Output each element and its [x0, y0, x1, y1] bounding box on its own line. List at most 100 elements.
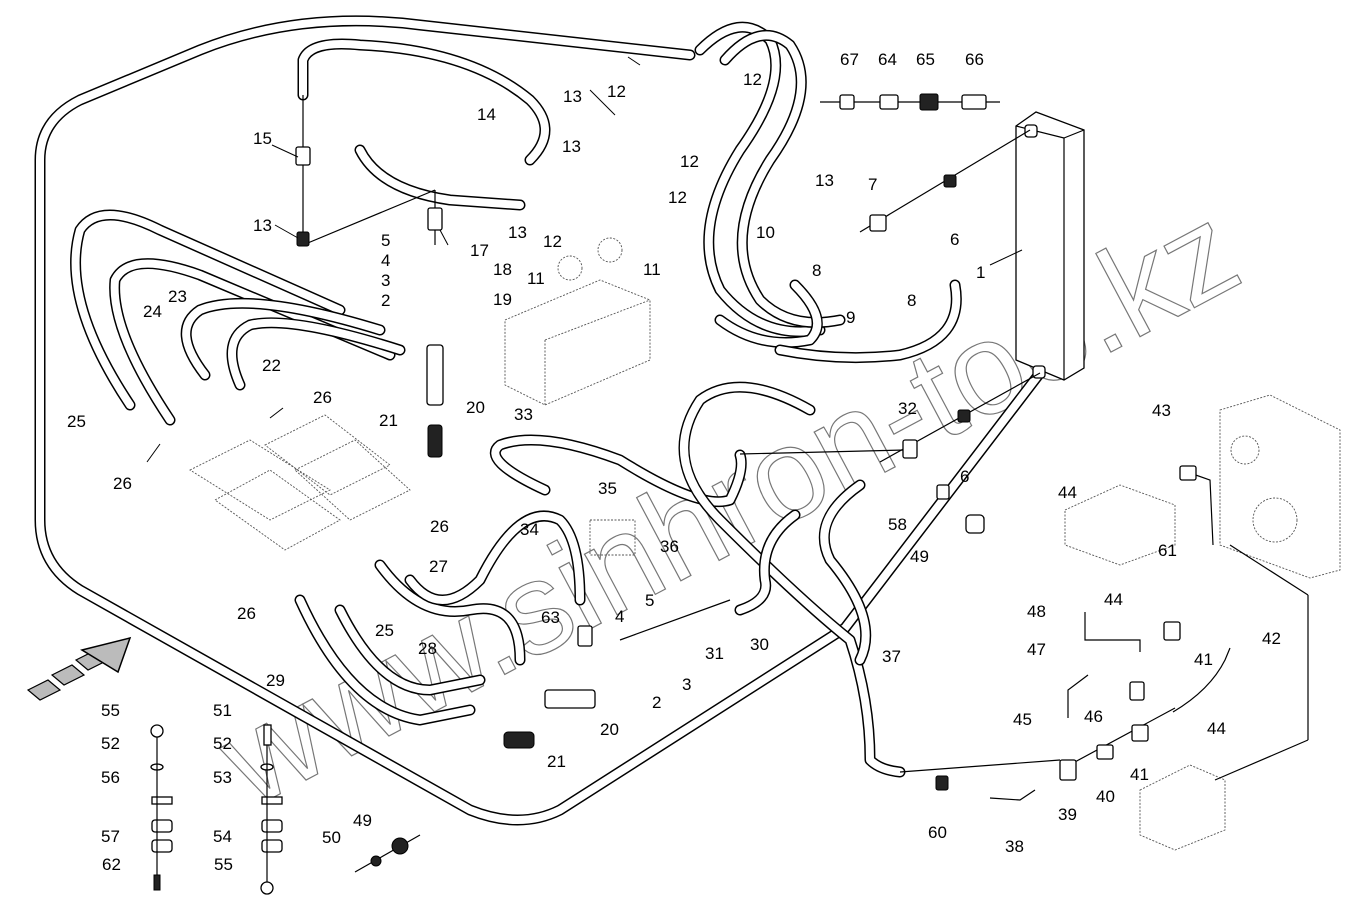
oil-cooler	[1015, 111, 1085, 381]
callout-10: 10	[756, 223, 775, 242]
callout-39: 39	[1058, 805, 1077, 824]
callout-13: 13	[563, 87, 582, 106]
tee-fitting-15	[295, 146, 311, 166]
callout-6: 6	[950, 230, 959, 249]
auxiliary-pump	[1064, 484, 1176, 566]
callout-34: 34	[520, 520, 539, 539]
callout-25: 25	[67, 412, 86, 431]
callout-41: 41	[1194, 650, 1213, 669]
callout-13: 13	[253, 216, 272, 235]
callout-33: 33	[514, 405, 533, 424]
sensor-66	[961, 94, 987, 110]
callout-66: 66	[965, 50, 984, 69]
callout-50: 50	[322, 828, 341, 847]
cap-49	[965, 514, 985, 534]
control-valve-block	[189, 414, 411, 551]
hose-31	[34, 15, 1046, 826]
callout-28: 28	[418, 639, 437, 658]
callout-9: 9	[846, 308, 855, 327]
callout-4: 4	[615, 607, 624, 626]
callout-55: 55	[214, 855, 233, 874]
callout-3: 3	[381, 271, 390, 290]
callout-29: 29	[266, 671, 285, 690]
callout-52: 52	[101, 734, 120, 753]
callout-53: 53	[213, 768, 232, 787]
callout-47: 47	[1027, 640, 1046, 659]
callout-12: 12	[680, 152, 699, 171]
callout-60: 60	[928, 823, 947, 842]
callout-41: 41	[1130, 765, 1149, 784]
fitting-46	[1129, 681, 1145, 701]
callout-36: 36	[660, 537, 679, 556]
clamp-assembly-right	[260, 724, 283, 895]
callout-31: 31	[705, 644, 724, 663]
callout-44: 44	[1104, 590, 1123, 609]
callout-8: 8	[907, 291, 916, 310]
tee-41b	[1131, 724, 1149, 742]
fitting-40	[1096, 744, 1114, 760]
forward-arrow-icon	[26, 636, 132, 701]
callout-22: 22	[262, 356, 281, 375]
coupler-21b	[503, 731, 535, 749]
callout-65: 65	[916, 50, 935, 69]
hoses-lower-left	[294, 510, 586, 726]
hose-10	[694, 21, 846, 338]
manifold-20b	[544, 689, 596, 709]
callout-26: 26	[313, 388, 332, 407]
callout-48: 48	[1027, 602, 1046, 621]
callout-30: 30	[750, 635, 769, 654]
callout-49: 49	[910, 547, 929, 566]
callout-18: 18	[493, 260, 512, 279]
callout-54: 54	[213, 827, 232, 846]
fitting-64	[879, 94, 899, 110]
callout-49: 49	[353, 811, 372, 830]
callout-11: 11	[527, 269, 545, 288]
callout-46: 46	[1084, 707, 1103, 726]
callout-38: 38	[1005, 837, 1024, 856]
callout-2: 2	[652, 693, 661, 712]
tee-39	[1059, 759, 1077, 781]
callout-27: 27	[429, 557, 448, 576]
callout-7: 7	[868, 175, 877, 194]
callout-5: 5	[645, 591, 654, 610]
clamp-assembly-left	[150, 724, 173, 891]
manifold-block	[589, 519, 636, 556]
tee-41	[1163, 621, 1181, 641]
callout-19: 19	[493, 290, 512, 309]
callout-62: 62	[102, 855, 121, 874]
tee-32	[902, 439, 918, 459]
callout-26: 26	[430, 517, 449, 536]
adapter-13	[296, 231, 310, 247]
callout-64: 64	[878, 50, 897, 69]
plug-49-50	[354, 834, 421, 873]
callout-40: 40	[1096, 787, 1115, 806]
fittings	[295, 93, 1197, 791]
adapter-6b	[957, 409, 971, 423]
callout-58: 58	[888, 515, 907, 534]
callout-12: 12	[607, 82, 626, 101]
manifold-20	[426, 344, 444, 406]
callout-14: 14	[477, 105, 496, 124]
callout-21: 21	[379, 411, 398, 430]
callout-12: 12	[743, 70, 762, 89]
callout-6: 6	[960, 467, 969, 486]
fitting-17	[427, 207, 443, 231]
callout-5: 5	[381, 231, 390, 250]
fitting-67	[839, 94, 855, 110]
pump-drive-gearbox	[1219, 394, 1341, 579]
callout-26: 26	[113, 474, 132, 493]
callout-43: 43	[1152, 401, 1171, 420]
callout-1: 1	[976, 263, 985, 282]
callout-51: 51	[213, 701, 232, 720]
callout-24: 24	[143, 302, 162, 321]
callout-32: 32	[898, 399, 917, 418]
callout-55: 55	[101, 701, 120, 720]
callout-45: 45	[1013, 710, 1032, 729]
elbow-43	[1179, 465, 1197, 481]
adapter-60	[935, 775, 949, 791]
callout-52: 52	[213, 734, 232, 753]
callout-42: 42	[1262, 629, 1281, 648]
callout-20: 20	[600, 720, 619, 739]
hose-30-37	[734, 479, 872, 666]
callout-13: 13	[815, 171, 834, 190]
